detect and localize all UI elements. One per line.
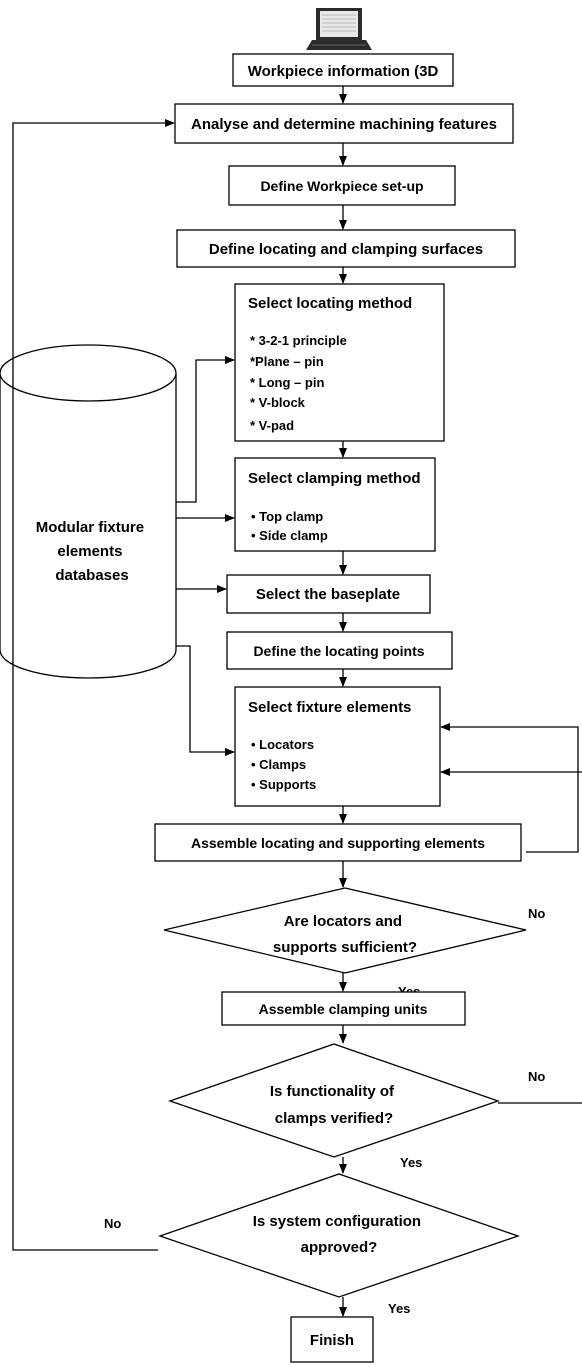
decision-locators-label: Are locators and supports sufficient? [273, 913, 417, 956]
fixture-elements-items: • Locators • Clamps • Supports [251, 737, 318, 792]
feedback-loops [12, 119, 582, 1251]
assemble-clamping-box [221, 991, 466, 1026]
locating-points-label: Define the locating points [253, 643, 424, 659]
database-label: Modular fixture elements databases [36, 519, 149, 584]
decision-clamps-diamond [168, 1043, 500, 1158]
no-label-clamps: No [528, 1069, 545, 1084]
locating-method-box [234, 283, 445, 442]
define-setup-label: Define Workpiece set-up [260, 178, 423, 194]
yes-label-system: Yes [388, 1301, 410, 1316]
decision-clamps-label: Is functionality of clamps verified? [270, 1083, 398, 1127]
define-surfaces-label: Define locating and clamping surfaces [209, 241, 483, 258]
workpiece-info-label: Workpiece information (3D [248, 63, 439, 80]
assemble-clamping-label: Assemble clamping units [259, 1001, 428, 1017]
assemble-locating-label: Assemble locating and supporting element… [191, 835, 485, 851]
finish-label: Finish [310, 1332, 354, 1349]
analyse-label: Analyse and determine machining features [191, 116, 497, 133]
decision-system-label: Is system configuration approved? [253, 1213, 426, 1256]
database-cylinder [0, 344, 177, 679]
locating-method-items: * 3-2-1 principle *Plane – pin * Long – … [250, 333, 350, 433]
baseplate-box [226, 574, 431, 614]
fixture-elements-title: Select fixture elements [248, 699, 411, 716]
clamping-method-items: • Top clamp • Side clamp [251, 509, 328, 543]
no-label-system: No [104, 1216, 121, 1231]
decision-system-diamond [157, 1173, 521, 1298]
workpiece-info-box [232, 53, 454, 87]
computer-icon [306, 8, 372, 50]
define-surfaces-box [176, 229, 516, 268]
decision-locators-diamond [163, 887, 527, 974]
no-label-locators: No [528, 906, 545, 921]
baseplate-label: Select the baseplate [256, 586, 400, 603]
database-connectors [176, 356, 235, 756]
finish-box [290, 1316, 374, 1363]
analyse-box [174, 103, 514, 144]
clamping-method-box [234, 457, 436, 552]
yes-label-clamps: Yes [400, 1155, 422, 1170]
assemble-locating-box [154, 823, 522, 862]
define-setup-box [228, 165, 456, 206]
locating-method-title: Select locating method [248, 295, 412, 312]
locating-points-box [226, 631, 453, 670]
fixture-elements-box [234, 686, 441, 807]
clamping-method-title: Select clamping method [248, 470, 421, 487]
